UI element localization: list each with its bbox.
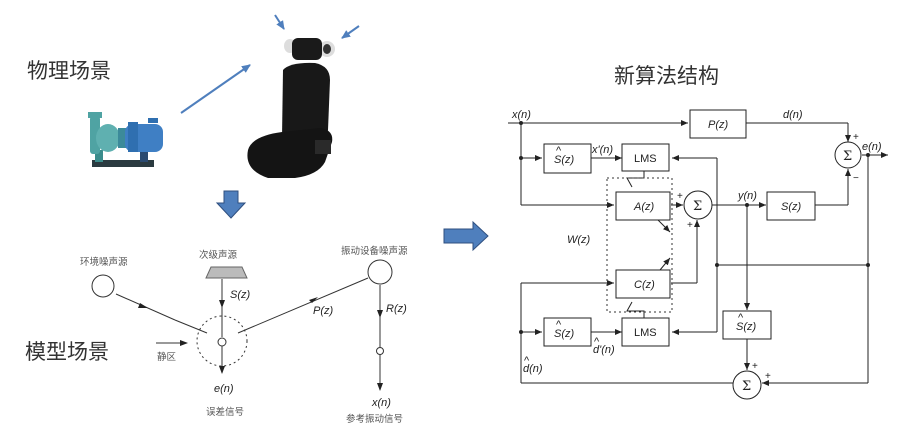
svg-text:^: ^ [594, 336, 600, 348]
block-s-hat-right: S(z) ^ [722, 310, 772, 340]
block-c: C(z) [615, 269, 671, 299]
noise-transmission-arrow [180, 64, 251, 114]
signal-d: d(n) [783, 109, 803, 121]
sum-estimate: Σ + + [732, 361, 771, 400]
reference-signal-label: 参考振动信号 [346, 413, 403, 425]
quiet-zone [196, 315, 248, 367]
svg-text:^: ^ [524, 355, 530, 367]
svg-text:+: + [853, 132, 859, 143]
svg-text:−: − [853, 173, 859, 184]
svg-text:+: + [677, 191, 683, 202]
pump-image [88, 112, 163, 167]
svg-text:Σ: Σ [742, 379, 751, 394]
svg-text:C(z): C(z) [634, 279, 655, 291]
svg-text:S(z): S(z) [736, 321, 757, 333]
svg-text:Σ: Σ [843, 149, 852, 164]
error-signal: e(n) [214, 383, 234, 395]
signal-x: x(n) [511, 109, 531, 121]
down-arrow-icon [215, 190, 247, 219]
svg-text:^: ^ [556, 319, 562, 331]
w-filter-label: W(z) [567, 234, 591, 246]
right-arrow-icon [443, 220, 489, 252]
svg-text:P(z): P(z) [708, 119, 729, 131]
primary-path-label: P(z) [313, 305, 334, 317]
svg-text:+: + [687, 220, 693, 231]
physical-scene-title: 物理场景 [27, 59, 111, 83]
svg-text:S(z): S(z) [554, 328, 575, 340]
svg-text:A(z): A(z) [633, 201, 655, 213]
vibration-noise-source-label: 振动设备噪声源 [341, 245, 408, 257]
svg-text:LMS: LMS [634, 327, 657, 339]
secondary-path-label: S(z) [230, 289, 251, 301]
block-s-hat-bottom: S(z) ^ [543, 317, 592, 347]
sum-error: Σ + − [834, 132, 862, 184]
ambient-noise-source [91, 274, 115, 298]
signal-e: e(n) [862, 141, 882, 153]
error-microphone [217, 337, 227, 347]
quiet-zone-label: 静区 [157, 351, 177, 363]
signal-y: y(n) [737, 190, 757, 202]
reference-signal: x(n) [371, 397, 391, 409]
error-signal-label: 误差信号 [206, 406, 244, 418]
signal-d-hat: d(n) ^ [523, 355, 543, 375]
block-p: P(z) [689, 109, 747, 139]
svg-text:S(z): S(z) [554, 154, 575, 166]
ambient-noise-source-label: 环境噪声源 [80, 256, 128, 268]
reference-sensor [376, 347, 384, 355]
speaker-arrow-right [341, 25, 360, 39]
block-s: S(z) [766, 191, 816, 221]
signal-x-prime: x'(n) [591, 144, 613, 156]
reference-path-label: R(z) [386, 303, 407, 315]
svg-text:^: ^ [738, 312, 744, 324]
block-lms-top: LMS [621, 143, 670, 172]
secondary-source-label: 次级声源 [199, 249, 238, 261]
block-lms-bottom: LMS [621, 317, 670, 347]
speaker-arrow-left [274, 14, 285, 30]
svg-text:^: ^ [556, 145, 562, 157]
car-seat-image [247, 38, 335, 178]
secondary-source-speaker [205, 266, 248, 279]
block-s-hat-top: S(z) ^ [543, 143, 592, 174]
svg-text:LMS: LMS [634, 153, 657, 165]
model-scene-title: 模型场景 [25, 340, 109, 364]
svg-text:+: + [765, 371, 771, 382]
new-algorithm-title: 新算法结构 [614, 64, 719, 88]
primary-path [237, 277, 369, 334]
svg-text:S(z): S(z) [781, 201, 802, 213]
vibration-noise-source [367, 259, 393, 285]
svg-text:d(n): d(n) [523, 363, 543, 375]
sum-output: Σ + + [677, 190, 713, 231]
signal-d-hat-prime: d'(n) ^ [593, 336, 615, 356]
junction-dots [519, 121, 870, 334]
svg-text:+: + [752, 361, 758, 372]
svg-text:Σ: Σ [693, 199, 702, 214]
adaptive-filter-w-boundary [606, 177, 673, 313]
block-a: A(z) [615, 191, 671, 221]
svg-text:d'(n): d'(n) [593, 344, 615, 356]
